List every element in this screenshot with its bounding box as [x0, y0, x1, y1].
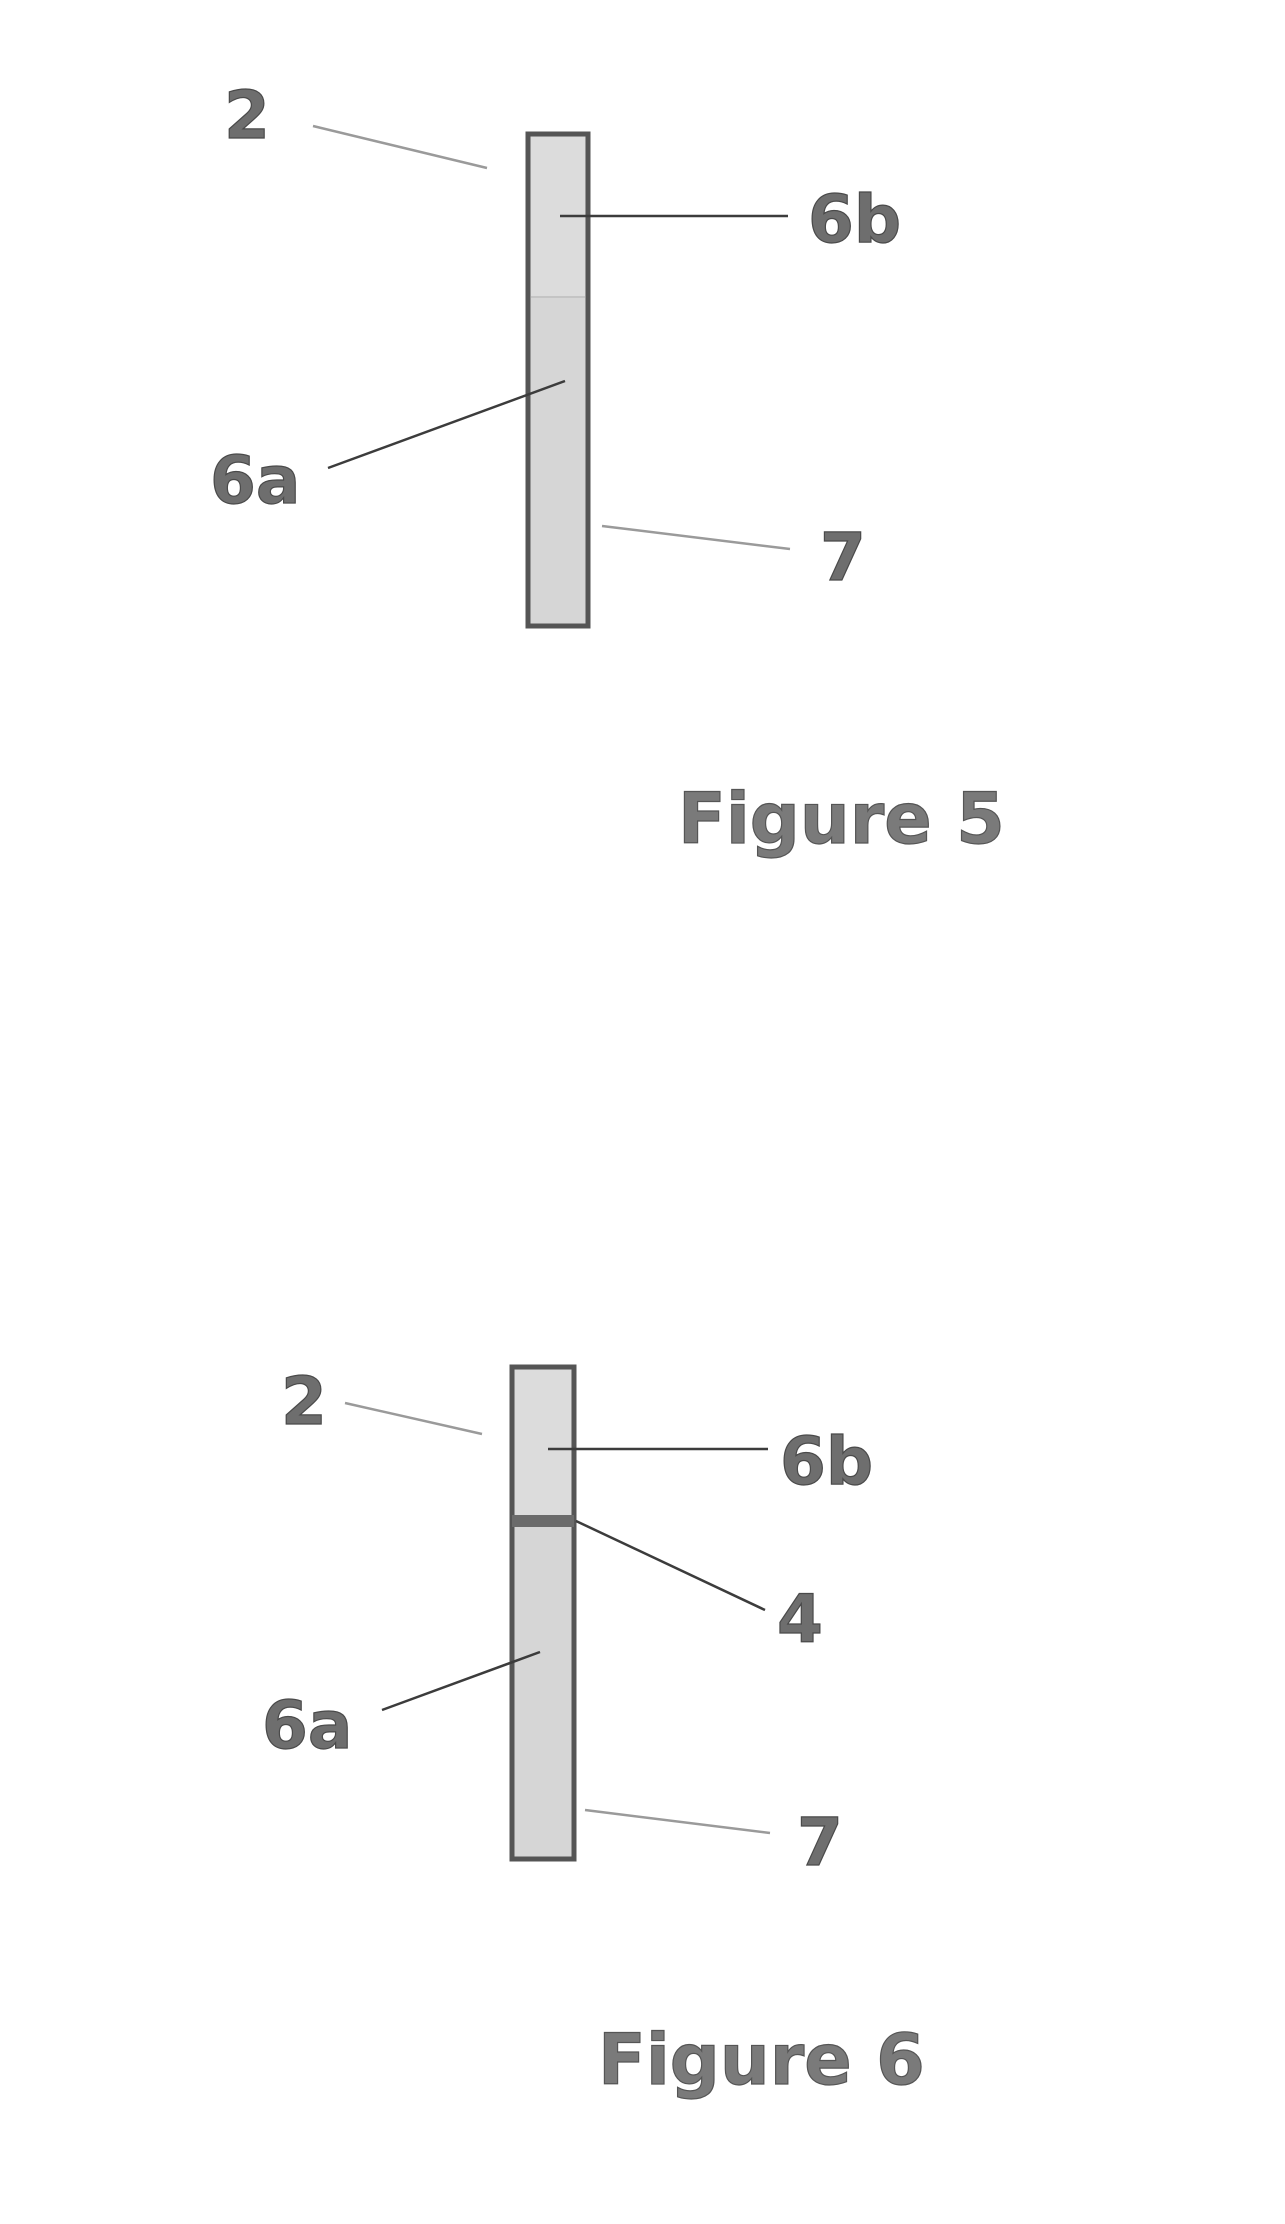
fig6-leader-4 — [576, 1521, 765, 1610]
figure-5: 2 6b 6a 7 Figure 5 — [210, 77, 1005, 860]
fig6-ref-2: 2 — [281, 1363, 327, 1440]
fig5-leader-7 — [602, 526, 790, 549]
fig6-ref-6b: 6b — [780, 1423, 873, 1500]
fig6-segment-6b — [515, 1370, 571, 1515]
fig6-leader-7 — [585, 1810, 770, 1833]
fig6-layer-4 — [512, 1515, 574, 1527]
fig6-leader-2 — [345, 1403, 482, 1434]
fig5-leader-2 — [313, 126, 487, 168]
fig5-caption: Figure 5 — [678, 778, 1005, 860]
fig5-ref-6a: 6a — [210, 442, 300, 519]
fig6-ref-7: 7 — [797, 1804, 843, 1881]
fig6-caption: Figure 6 — [598, 2019, 925, 2101]
fig5-ref-2: 2 — [224, 77, 270, 154]
fig6-ref-6a: 6a — [262, 1687, 352, 1764]
fig5-ref-6b: 6b — [808, 181, 901, 258]
fig6-ref-4: 4 — [777, 1581, 823, 1658]
fig5-ref-7: 7 — [820, 519, 866, 596]
figure-6: 2 6b 4 6a 7 Figure 6 — [262, 1363, 925, 2101]
